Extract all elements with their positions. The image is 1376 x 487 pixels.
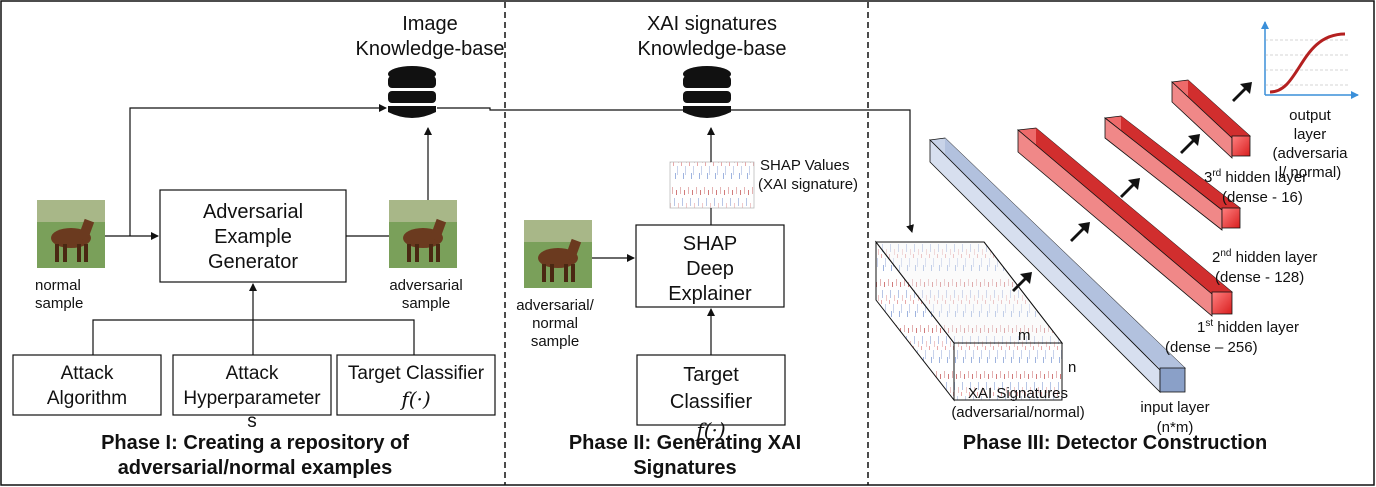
- normal-sample-label-line1: normal: [35, 277, 81, 294]
- xai-dim-n: n: [1068, 359, 1076, 376]
- hidden-layer-1-label: 1st hidden layer: [1197, 318, 1299, 336]
- adversarial-sample-label-line1: adversarial: [389, 277, 462, 294]
- generator-label-line3: Generator: [208, 251, 298, 273]
- input-layer-label-line2: (n*m): [1157, 419, 1194, 436]
- output-layer-label-line1: output: [1289, 107, 1332, 124]
- input-layer-label-line1: input layer: [1140, 399, 1209, 416]
- phase2-sample-label-line2: normal: [532, 315, 578, 332]
- phase1-arrows: [92, 104, 914, 355]
- phase2-sample-label-line3: sample: [531, 333, 579, 350]
- xai-database-icon: [683, 66, 731, 118]
- phase2-title-line1: Phase II: Generating XAI: [569, 432, 801, 454]
- attack-hyperparameters-label-line1: Attack: [226, 363, 279, 384]
- phase2-sample-image: [524, 220, 592, 288]
- layer-flow-arrows: [1012, 82, 1252, 292]
- attack-algorithm-label-line2: Algorithm: [47, 388, 127, 409]
- attack-hyperparameters-label-line3: s: [247, 411, 257, 432]
- hidden-layer-1-bar: [1017, 127, 1233, 317]
- target-classifier-box-phase1: [336, 354, 496, 416]
- phase1-title-line2: adversarial/normal examples: [118, 457, 393, 479]
- shap-values-label-line2: (XAI signature): [758, 176, 858, 193]
- target-classifier-label-phase2-line1: Target: [683, 364, 739, 386]
- image-kb-title-line2: Knowledge-base: [356, 38, 505, 60]
- adversarial-generator-box: [159, 189, 347, 283]
- normal-sample-label-line2: sample: [35, 295, 83, 312]
- phase3-title: Phase III: Detector Construction: [963, 432, 1268, 454]
- shap-values-heatmap: [669, 161, 755, 209]
- generator-label-line2: Example: [214, 226, 292, 248]
- hidden-layer-3-label: 3rd hidden layer: [1204, 168, 1307, 186]
- explainer-label-line1: SHAP: [683, 233, 737, 255]
- output-layer-label-line4: l/ normal): [1279, 164, 1342, 181]
- xai-signatures-label-line2: (adversarial/normal): [951, 404, 1084, 421]
- attack-algorithm-box: [12, 354, 162, 416]
- shap-values-label-line1: SHAP Values: [760, 157, 850, 174]
- hidden-layer-2-label: 2nd hidden layer: [1212, 248, 1317, 266]
- hidden-layer-3-size: (dense - 16): [1222, 189, 1303, 206]
- xai-signatures-label-line1: XAI Signatures: [968, 385, 1068, 402]
- attack-hyperparameters-box: [172, 354, 332, 416]
- target-classifier-math-phase1: f(·): [399, 387, 430, 411]
- target-classifier-math-phase2: f(·): [694, 418, 725, 442]
- target-classifier-label-phase1: Target Classifier: [348, 363, 485, 384]
- xai-dim-m: m: [1018, 327, 1031, 344]
- phase2-title-line2: Signatures: [633, 457, 736, 479]
- normal-sample-image: [37, 200, 105, 268]
- phase2-sample-label-line1: adversarial/: [516, 297, 594, 314]
- hidden-layer-2-bar: [1103, 115, 1242, 231]
- output-layer-label-line3: (adversaria: [1272, 145, 1348, 162]
- image-database-icon: [388, 66, 436, 118]
- phase2-arrows: [592, 127, 715, 355]
- hidden-layer-3-bar: [1171, 79, 1251, 159]
- xai-kb-title-line1: XAI signatures: [647, 13, 777, 35]
- adversarial-sample-label-line2: sample: [402, 295, 450, 312]
- input-layer-bar: [929, 137, 1186, 393]
- explainer-label-line3: Explainer: [668, 283, 752, 305]
- attack-algorithm-label-line1: Attack: [61, 363, 114, 384]
- output-sigmoid-icon: [1261, 21, 1359, 99]
- hidden-layer-2-size: (dense - 128): [1215, 269, 1304, 286]
- image-kb-title-line1: Image: [402, 13, 458, 35]
- shap-explainer-box: [635, 224, 785, 308]
- hidden-layer-1-size: (dense – 256): [1165, 339, 1258, 356]
- phase1-title-line1: Phase I: Creating a repository of: [101, 432, 409, 454]
- output-layer-label-line2: layer: [1294, 126, 1327, 143]
- xai-kb-title-line2: Knowledge-base: [638, 38, 787, 60]
- attack-hyperparameters-label-line2: Hyperparameter: [183, 388, 321, 409]
- explainer-label-line2: Deep: [686, 258, 734, 280]
- adversarial-sample-image: [389, 200, 457, 268]
- target-classifier-label-phase2-line2: Classifier: [670, 391, 753, 413]
- xai-signatures-tensor: [874, 240, 1064, 402]
- target-classifier-box-phase2: [636, 354, 786, 426]
- generator-label-line1: Adversarial: [203, 201, 303, 223]
